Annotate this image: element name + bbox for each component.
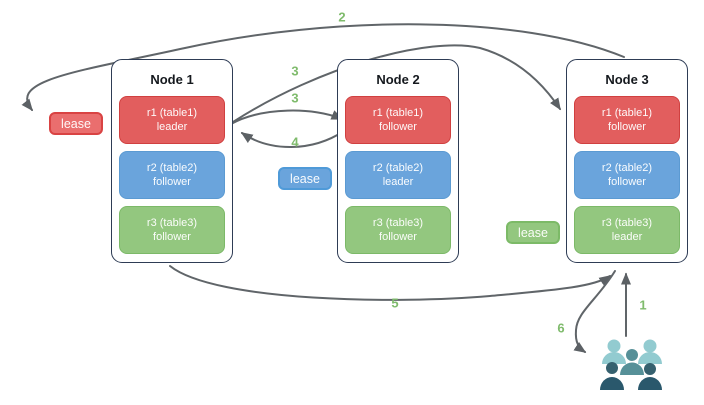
replica-role: follower: [379, 231, 417, 243]
step-label-2: 2: [338, 9, 346, 25]
node-2-replica-r1: r1 (table1) follower: [345, 96, 451, 144]
arrow-step-6-node3-to-users: [573, 270, 616, 353]
arrow-step-3-node1-to-node3: [232, 44, 561, 123]
node-3-box: Node 3 r1 (table1) follower r2 (table2) …: [566, 59, 688, 263]
node-2-replica-r2: r2 (table2) leader: [345, 151, 451, 199]
replica-name: r1 (table1): [146, 107, 198, 119]
node-3-title: Node 3: [605, 72, 649, 87]
replica-name: r3 (table3): [601, 217, 653, 229]
node-3-replica-r3: r3 (table3) leader: [574, 206, 680, 254]
lease-badge-table2: lease: [278, 167, 332, 190]
replica-name: r1 (table1): [601, 107, 653, 119]
replica-role: leader: [382, 176, 414, 188]
arrow-step-2-node3-to-lease: [21, 23, 625, 112]
replica-name: r2 (table2): [372, 162, 424, 174]
replica-role: follower: [153, 231, 191, 243]
step-label-3b: 3: [291, 90, 299, 106]
node-2-title: Node 2: [376, 72, 420, 87]
replica-role: follower: [608, 121, 646, 133]
users-group-icon: [600, 339, 662, 390]
node-2-replica-r3: r3 (table3) follower: [345, 206, 451, 254]
node-1-box: Node 1 r1 (table1) leader r2 (table2) fo…: [111, 59, 233, 263]
node-1-replica-r2: r2 (table2) follower: [119, 151, 225, 199]
lease-badge-table3: lease: [506, 221, 560, 244]
replica-name: r1 (table1): [372, 107, 424, 119]
arrow-step-3-node1-to-node2: [230, 109, 344, 125]
replica-role: leader: [156, 121, 188, 133]
replica-role: follower: [153, 176, 191, 188]
lease-badge-table1: lease: [49, 112, 103, 135]
arrow-step-4-node2-to-node1: [240, 130, 345, 148]
step-label-3a: 3: [291, 63, 299, 79]
node-1-replica-r3: r3 (table3) follower: [119, 206, 225, 254]
step-label-1: 1: [639, 297, 647, 313]
replica-role: follower: [608, 176, 646, 188]
replica-name: r3 (table3): [372, 217, 424, 229]
node-1-title: Node 1: [150, 72, 194, 87]
node-3-replica-r2: r2 (table2) follower: [574, 151, 680, 199]
replica-role: leader: [611, 231, 643, 243]
node-1-replica-r1: r1 (table1) leader: [119, 96, 225, 144]
replica-name: r3 (table3): [146, 217, 198, 229]
replica-name: r2 (table2): [601, 162, 653, 174]
node-3-replica-r1: r1 (table1) follower: [574, 96, 680, 144]
step-label-4: 4: [291, 134, 299, 150]
step-label-6: 6: [557, 320, 565, 336]
step-label-5: 5: [391, 295, 399, 311]
replica-name: r2 (table2): [146, 162, 198, 174]
arrow-step-5-node1-to-node3: [169, 265, 612, 301]
replica-role: follower: [379, 121, 417, 133]
node-2-box: Node 2 r1 (table1) follower r2 (table2) …: [337, 59, 459, 263]
